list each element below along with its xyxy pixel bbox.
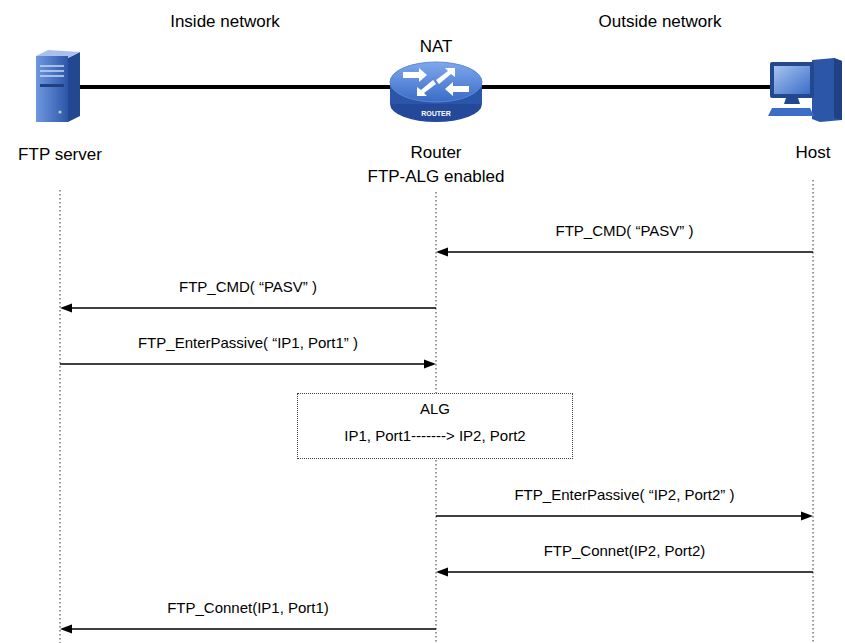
network-device: FTP server	[0, 45, 120, 175]
message-line	[436, 515, 803, 516]
zone-label: Outside network	[599, 12, 722, 32]
lifeline	[813, 180, 814, 643]
message-line	[70, 628, 436, 629]
message-line	[70, 307, 436, 308]
message-label: FTP_Connet(IP2, Port2)	[544, 542, 706, 560]
message-line	[446, 251, 813, 252]
device-label: Router	[410, 143, 461, 163]
message-line	[60, 363, 426, 364]
arrowhead	[60, 304, 72, 313]
alg-text: ALG	[420, 400, 450, 418]
zone-label: Inside network	[170, 12, 280, 32]
message-label: FTP_EnterPassive( “IP1, Port1” )	[138, 334, 358, 352]
message-arrow	[436, 512, 813, 521]
network-cable	[80, 85, 391, 89]
message-arrow	[436, 248, 813, 257]
device-label: FTP server	[18, 145, 102, 165]
network-link	[481, 87, 770, 88]
arrowhead	[436, 568, 448, 577]
arrowhead	[436, 248, 448, 257]
network-device: Host	[781, 50, 845, 170]
message-label: FTP_CMD( “PASV” )	[179, 278, 317, 296]
host-computer-icon	[768, 58, 843, 122]
alg-text: IP1, Port1-------> IP2, Port2	[344, 427, 525, 445]
message-arrow	[60, 625, 436, 634]
arrowhead	[424, 360, 436, 369]
message-arrow	[60, 360, 436, 369]
message-arrow	[60, 304, 436, 313]
device-label: NAT	[420, 37, 453, 57]
message-label: FTP_Connet(IP1, Port1)	[167, 599, 329, 617]
arrowhead	[60, 625, 72, 634]
lifeline	[60, 190, 61, 643]
alg-box: ALG IP1, Port1-------> IP2, Port2	[297, 393, 573, 459]
message-line	[446, 571, 813, 572]
device-label: Host	[796, 143, 831, 163]
arrowhead	[801, 512, 813, 521]
message-label: FTP_EnterPassive( “IP2, Port2” )	[514, 486, 734, 504]
icon-caption: ROUTER	[421, 110, 451, 118]
message-label: FTP_CMD( “PASV” )	[555, 222, 693, 240]
server-icon	[32, 50, 82, 124]
network-cable	[481, 85, 770, 89]
network-link	[80, 87, 391, 88]
message-arrow	[436, 568, 813, 577]
device-label: FTP-ALG enabled	[367, 167, 504, 187]
